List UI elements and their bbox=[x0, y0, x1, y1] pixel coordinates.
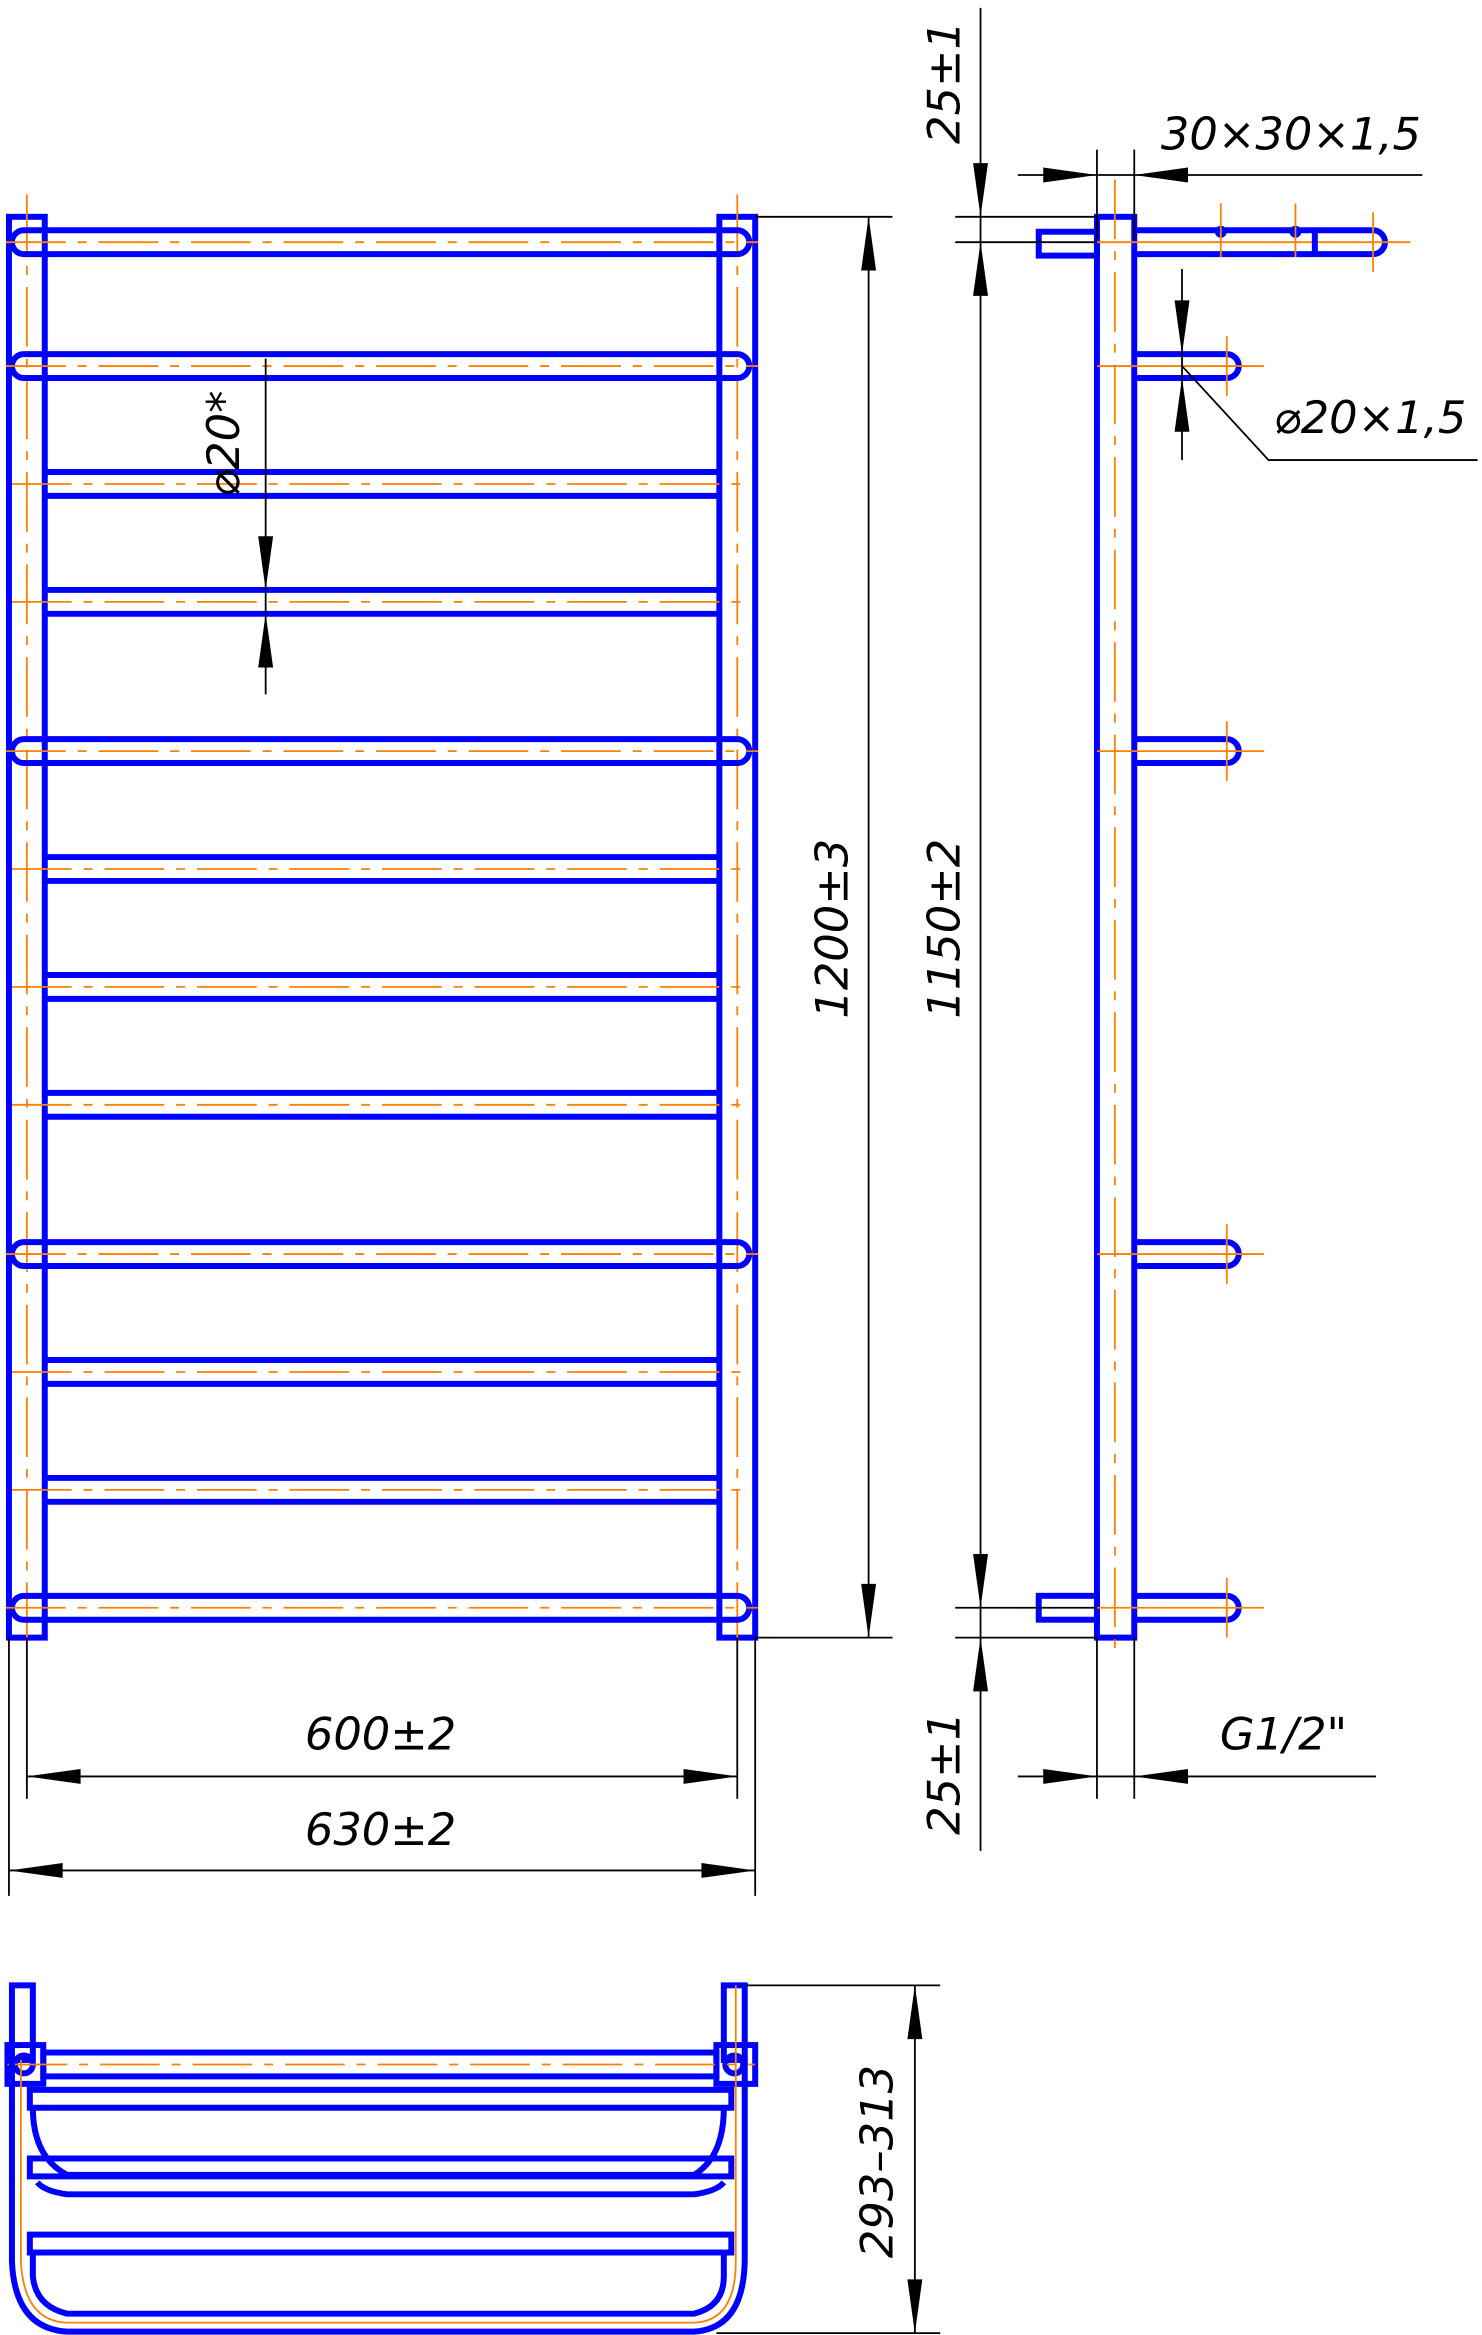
dim-tube-label: ⌀20×1,5 bbox=[1274, 391, 1467, 444]
dimension-arrow bbox=[861, 1583, 877, 1638]
dimension-arrow bbox=[258, 536, 274, 590]
dimension-arrow bbox=[861, 216, 877, 271]
dim-1200-label: 1200±3 bbox=[806, 839, 859, 1019]
dimension-arrow bbox=[1134, 167, 1188, 183]
dimension-arrow bbox=[1174, 377, 1190, 432]
top-view bbox=[4, 1982, 759, 2335]
dim-bottom-offset-label: 25±1 bbox=[918, 1712, 971, 1835]
dimension-arrow bbox=[1043, 167, 1097, 183]
dimension-arrow bbox=[973, 1637, 988, 1692]
dim-thread-label: G1/2" bbox=[1220, 1708, 1347, 1761]
dimensions: 1200±3 1150±2 25±1 25±1 600±2 630±2 30×3… bbox=[8, 7, 1478, 2334]
top-connector bbox=[1035, 228, 1100, 259]
left-post bbox=[8, 1982, 36, 2063]
right-post bbox=[720, 1982, 748, 2063]
dimension-arrow bbox=[258, 613, 274, 668]
top-view-outer-frame bbox=[8, 2059, 748, 2335]
dim-profile-label: 30×30×1,5 bbox=[1161, 108, 1421, 161]
top-view-curved-rail bbox=[29, 2107, 727, 2178]
top-view-frame-centerline bbox=[19, 1985, 737, 2324]
leader-line bbox=[1181, 365, 1478, 461]
dim-top-offset-label: 25±1 bbox=[918, 21, 971, 144]
dim-630-label: 630±2 bbox=[305, 1803, 456, 1856]
dimension-arrow bbox=[1174, 300, 1190, 355]
top-view-rail bbox=[26, 2231, 735, 2256]
dimension-arrow bbox=[701, 1862, 756, 1878]
dim-1150-label: 1150±2 bbox=[918, 839, 971, 1019]
dimension-arrow bbox=[1043, 1768, 1097, 1784]
dim-600-label: 600±2 bbox=[305, 1708, 456, 1761]
dimension-arrow bbox=[973, 242, 988, 296]
dim-depth-label: 293–313 bbox=[850, 2065, 903, 2258]
dimension-arrow bbox=[1134, 1768, 1188, 1784]
dimension-arrow bbox=[973, 163, 988, 217]
dimension-arrow bbox=[907, 2279, 923, 2334]
dimension-arrow bbox=[26, 1768, 81, 1784]
dimension-arrow bbox=[683, 1768, 738, 1784]
dimension-arrow bbox=[973, 1554, 988, 1608]
dim-rail-diameter-label: ⌀20* bbox=[197, 391, 250, 497]
dimension-arrow bbox=[907, 1985, 923, 2040]
top-view-rail bbox=[26, 2086, 735, 2111]
front-view bbox=[5, 194, 759, 1658]
dimension-arrow bbox=[8, 1862, 63, 1878]
top-view-curved-rail bbox=[35, 2180, 727, 2198]
top-view-curved-rail bbox=[29, 2252, 727, 2317]
